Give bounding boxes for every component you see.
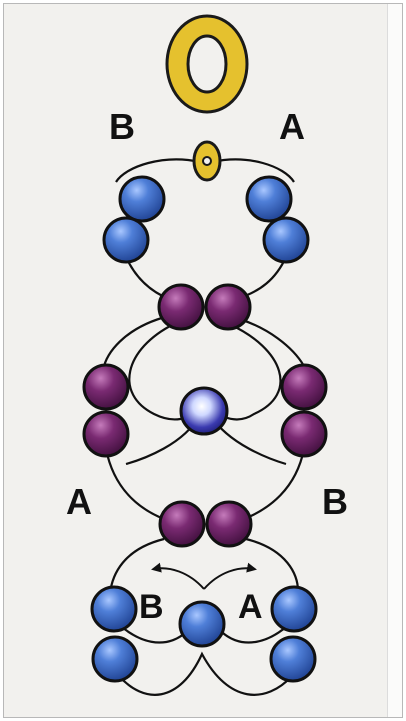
label-mid-left: A [66,481,92,522]
thread-bottom-loop [119,654,292,695]
bead-purple [206,285,250,329]
ring-hole [188,36,226,92]
bead-blue [92,587,136,631]
thread-upper-left [104,316,169,366]
thread-top-left [116,159,200,182]
bead-center [181,388,227,434]
blue-beads-top [104,177,308,262]
arrow-left [154,568,204,589]
bead-purple [84,412,128,456]
label-mid-right: B [322,481,348,522]
bead-blue [247,177,291,221]
bead-blue [93,637,137,681]
bead-blue [264,218,308,262]
bead-blue [271,637,315,681]
diagram-frame: B A A B B A [3,3,403,718]
bead-purple [282,365,326,409]
bead-blue [120,177,164,221]
bead-purple [207,502,251,546]
beading-diagram: B A A B B A [4,4,403,718]
bead-purple [84,365,128,409]
thread-lower-left [106,449,164,519]
label-bottom-right: A [238,588,263,626]
jump-ring-hole [203,157,211,165]
bead-purple [282,412,326,456]
thread-bottom-right [246,539,298,594]
bead-purple [160,502,204,546]
label-bottom-left: B [139,588,164,626]
label-top-left: B [109,106,135,147]
thread-bottom-left [110,539,164,594]
blue-beads-bottom [92,587,316,681]
bead-blue [272,587,316,631]
bead-blue [104,218,148,262]
label-top-right: A [279,106,305,147]
bead-purple [159,285,203,329]
bead-blue [180,602,224,646]
thread-top-right [212,159,294,182]
arrow-right [204,568,254,589]
